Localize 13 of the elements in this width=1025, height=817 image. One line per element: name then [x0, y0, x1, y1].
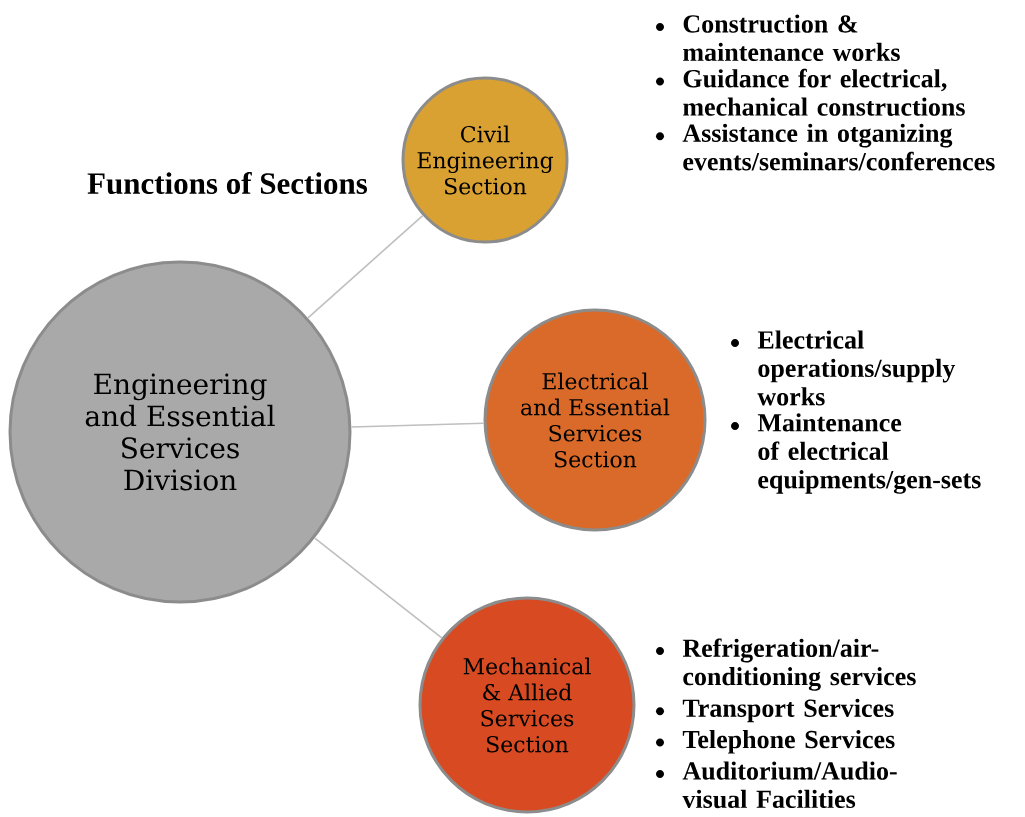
- title: Functions of Sections: [87, 171, 368, 195]
- bullet-item: Telephone Services: [682, 730, 895, 754]
- bullet-item: Assistance in otganizing events/seminars/conferences: [682, 123, 995, 171]
- connector-line: [313, 537, 443, 639]
- bullet-item: Auditorium/Audio-visual Facilities: [682, 761, 897, 809]
- bullet-item: Construction & maintenance works: [683, 14, 900, 62]
- bullet-item: Refrigeration/air-conditioning services: [682, 638, 916, 691]
- bullet-item: Guidance for electrical, mechanical constructions: [683, 68, 965, 116]
- connector-line: [350, 422, 485, 428]
- bullet-item: Transport Services: [682, 698, 894, 723]
- bullet-item: Maintenance of electrical equipments/gen-sets: [757, 413, 981, 494]
- bullet-item: Electrical operations/supply works: [757, 330, 956, 406]
- connector-line: [307, 214, 424, 319]
